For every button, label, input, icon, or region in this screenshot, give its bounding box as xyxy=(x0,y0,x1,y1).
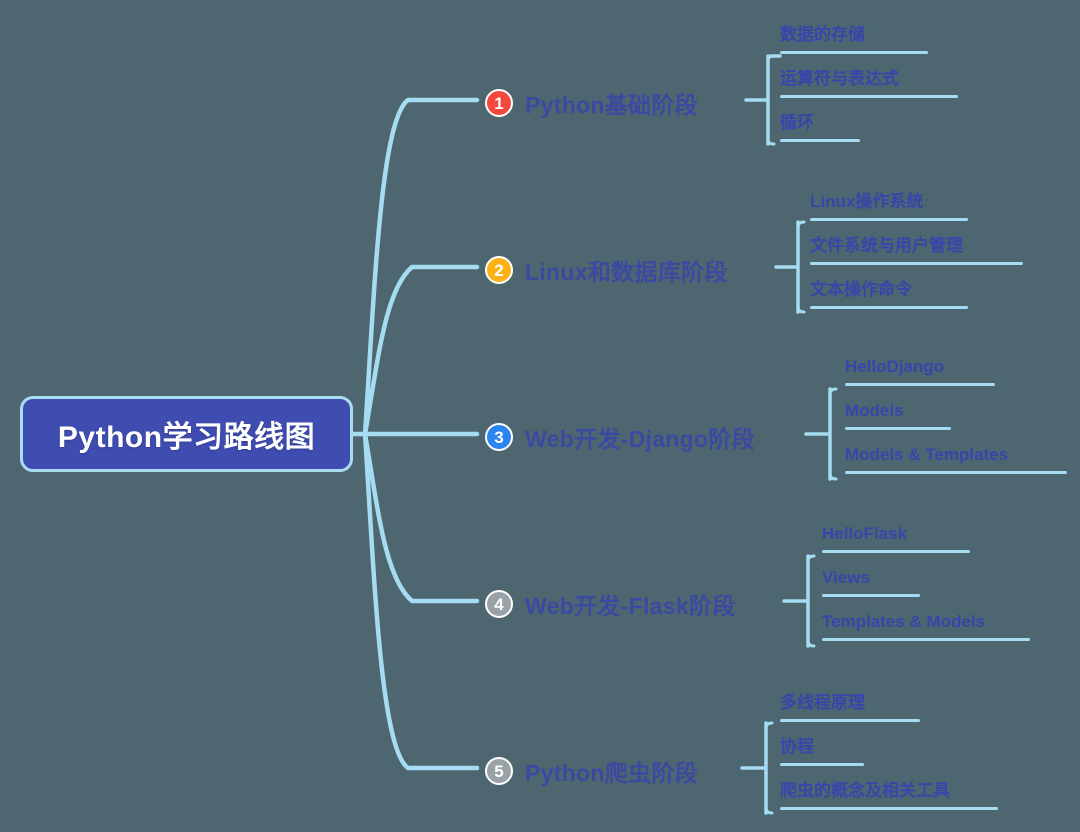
bracket-5 xyxy=(740,721,768,815)
sub-item[interactable]: 循环 xyxy=(780,100,899,144)
sub-item-underline xyxy=(822,593,920,597)
sub-item[interactable]: Models & Templates xyxy=(845,434,1067,478)
sub-item-underline xyxy=(780,719,920,722)
sub-item-label: 循环 xyxy=(780,108,860,142)
stage-title-5: Python爬虫阶段 xyxy=(525,760,698,786)
sub-item-underline xyxy=(810,218,968,221)
stage-badge-2: 2 xyxy=(485,256,513,284)
bracket-4 xyxy=(782,554,810,648)
root-connector-1 xyxy=(362,97,480,437)
sub-item-underline xyxy=(822,549,970,553)
sub-item[interactable]: 多线程原理 xyxy=(780,680,950,724)
sub-item-underline xyxy=(810,262,1023,265)
root-connector-5 xyxy=(362,431,480,771)
sub-item-underline xyxy=(780,51,928,54)
sub-item[interactable]: Linux操作系统 xyxy=(810,179,968,223)
sub-item-label: 爬虫的概念及相关工具 xyxy=(780,776,998,810)
sub-item[interactable]: Views xyxy=(822,557,985,601)
sub-item-label: 多线程原理 xyxy=(780,688,920,722)
bracket-1 xyxy=(744,54,770,146)
sub-list-1: 数据的存储 运算符与表达式 循环 xyxy=(780,12,958,144)
stage-header-1[interactable]: 1 Python基础阶段 xyxy=(485,86,698,120)
root-node[interactable]: Python学习路线图 xyxy=(20,396,353,472)
sub-item-label: 文本操作命令 xyxy=(810,275,968,309)
sub-item-underline xyxy=(822,637,1030,641)
stage-title-3: Web开发-Django阶段 xyxy=(525,426,755,452)
sub-item[interactable]: 文本操作命令 xyxy=(810,267,968,311)
root-node-label: Python学习路线图 xyxy=(57,421,316,454)
stage-header-2[interactable]: 2 Linux和数据库阶段 xyxy=(485,253,728,287)
sub-item[interactable]: Models xyxy=(845,390,1008,434)
sub-item-label: 文件系统与用户管理 xyxy=(810,231,1023,265)
sub-list-2: Linux操作系统 文件系统与用户管理 文本操作命令 xyxy=(810,179,1023,311)
stage-title-2: Linux和数据库阶段 xyxy=(525,259,728,285)
sub-item-label: Linux操作系统 xyxy=(810,187,968,221)
root-connector-2 xyxy=(362,264,480,437)
sub-item-label: Models & Templates xyxy=(845,445,1067,474)
sub-item[interactable]: 文件系统与用户管理 xyxy=(810,223,1023,267)
stage-badge-5: 5 xyxy=(485,757,513,785)
sub-list-3: HelloDjango Models Models & Templates xyxy=(845,346,1067,478)
stage-header-3[interactable]: 3 Web开发-Django阶段 xyxy=(485,420,755,454)
sub-item-underline xyxy=(845,382,995,386)
sub-item-label: 数据的存储 xyxy=(780,20,928,54)
sub-item-underline xyxy=(780,807,998,810)
sub-item[interactable]: HelloDjango xyxy=(845,346,1008,390)
sub-item-label: Templates & Models xyxy=(822,612,1030,641)
stage-title-4: Web开发-Flask阶段 xyxy=(525,593,736,619)
sub-item-underline xyxy=(780,95,958,98)
stage-badge-3: 3 xyxy=(485,423,513,451)
sub-item[interactable]: 运算符与表达式 xyxy=(780,56,958,100)
sub-item-label: Views xyxy=(822,568,920,597)
sub-item-underline xyxy=(845,470,1067,474)
bracket-3 xyxy=(804,387,832,481)
sub-list-5: 多线程原理 协程 爬虫的概念及相关工具 xyxy=(780,680,998,812)
sub-item[interactable]: Templates & Models xyxy=(822,601,1030,645)
sub-item-underline xyxy=(780,763,864,766)
stage-badge-4: 4 xyxy=(485,590,513,618)
sub-item[interactable]: 协程 xyxy=(780,724,950,768)
sub-item-label: HelloDjango xyxy=(845,357,995,386)
sub-item-underline xyxy=(845,426,951,430)
sub-list-4: HelloFlask Views Templates & Models xyxy=(822,513,1030,645)
sub-item-underline xyxy=(810,306,968,309)
stage-header-5[interactable]: 5 Python爬虫阶段 xyxy=(485,754,698,788)
sub-item-label: 协程 xyxy=(780,732,864,766)
sub-item[interactable]: HelloFlask xyxy=(822,513,985,557)
stage-header-4[interactable]: 4 Web开发-Flask阶段 xyxy=(485,587,736,621)
sub-item-label: 运算符与表达式 xyxy=(780,64,958,98)
root-connector-4 xyxy=(362,431,480,604)
stage-title-1: Python基础阶段 xyxy=(525,92,698,118)
sub-item-label: HelloFlask xyxy=(822,524,970,553)
sub-item[interactable]: 数据的存储 xyxy=(780,12,928,56)
sub-item-label: Models xyxy=(845,401,951,430)
bracket-2 xyxy=(774,220,800,314)
sub-item[interactable]: 爬虫的概念及相关工具 xyxy=(780,768,998,812)
sub-item-underline xyxy=(780,139,860,142)
stage-badge-1: 1 xyxy=(485,89,513,117)
